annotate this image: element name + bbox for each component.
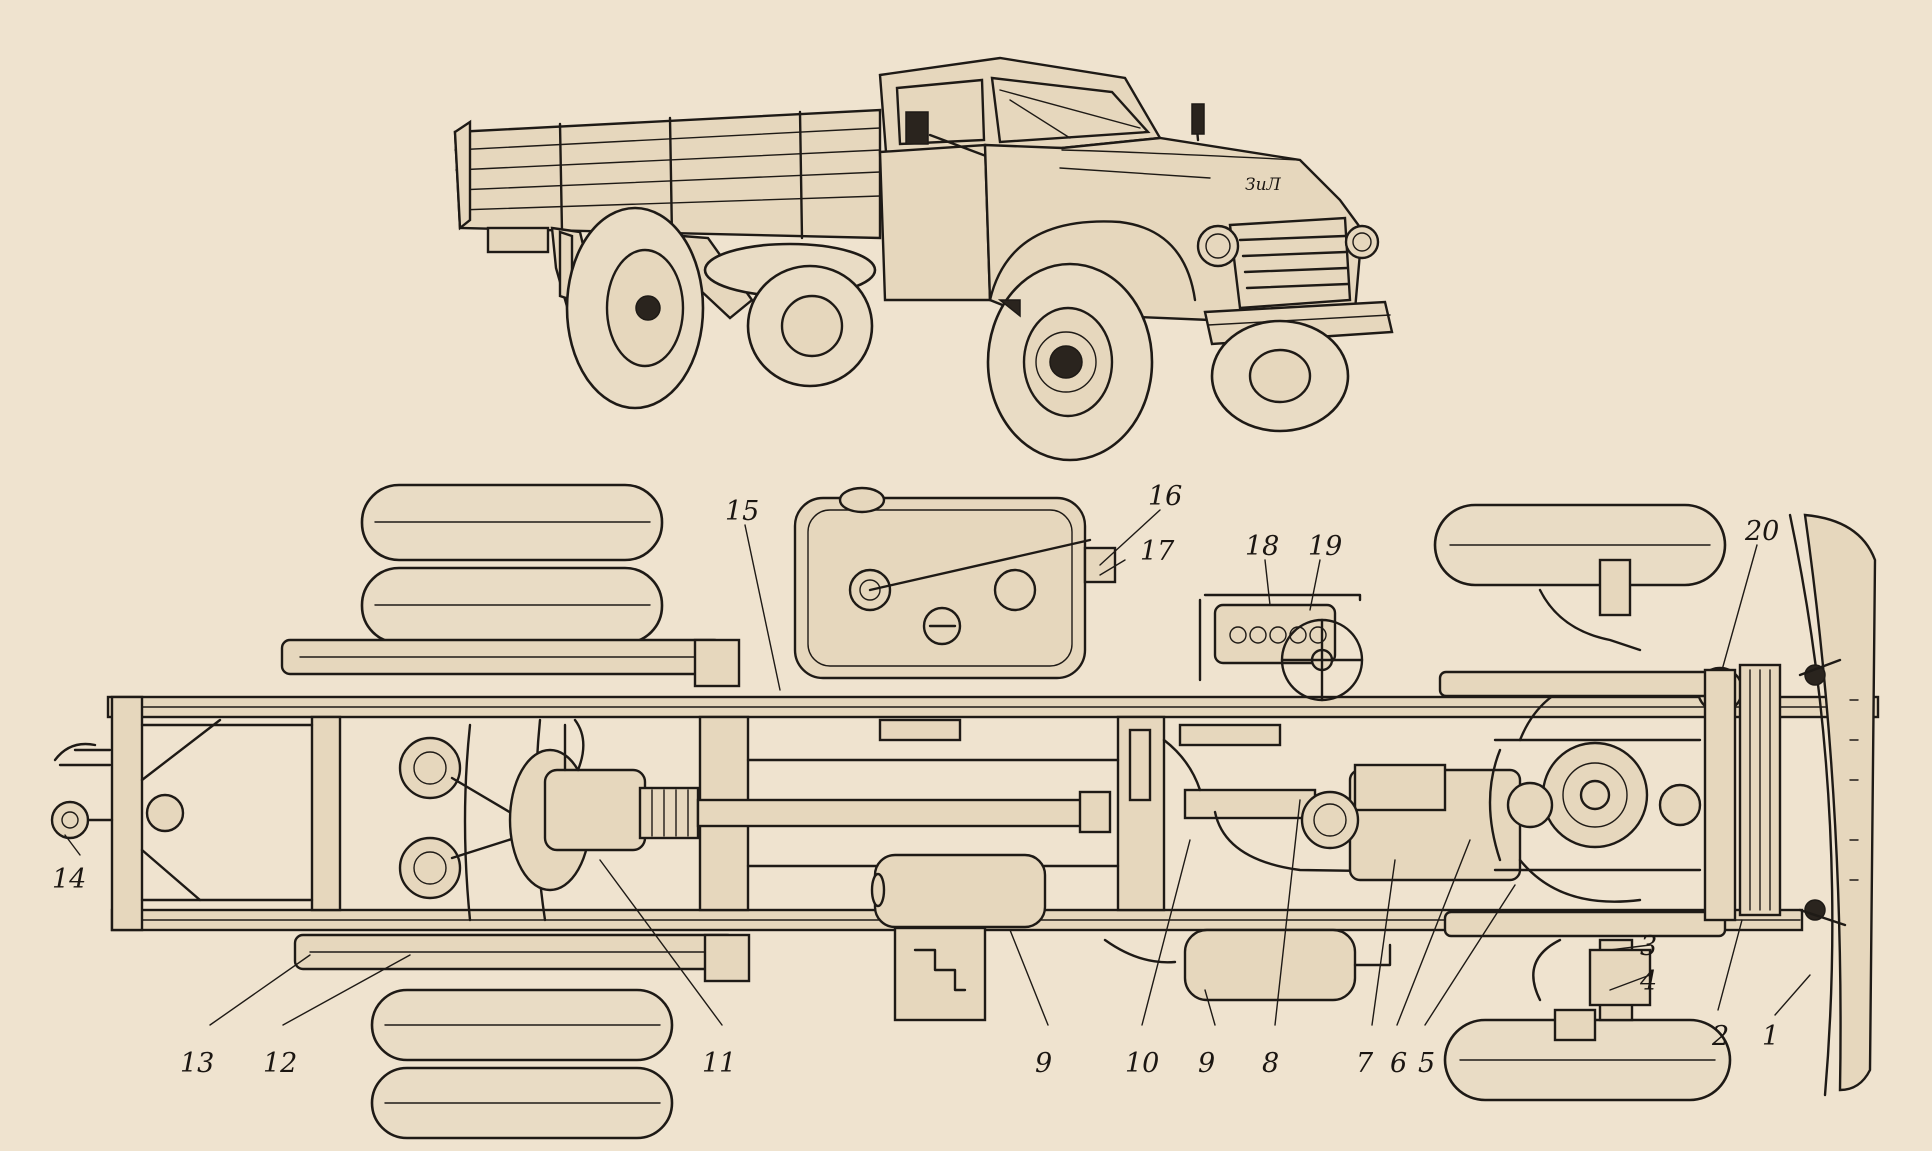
- callout-3: 3: [1640, 931, 1657, 962]
- front-axle: [1438, 558, 1732, 1042]
- callout-17: 17: [1140, 536, 1175, 567]
- callout-6: 6: [1390, 1048, 1407, 1079]
- propeller-shaft: [696, 738, 1442, 874]
- callout-14: 14: [52, 864, 86, 895]
- callout-19: 19: [1308, 531, 1342, 562]
- chassis-plan-view: [50, 483, 1880, 1140]
- rear-axle: [280, 638, 751, 983]
- callout-5: 5: [1418, 1048, 1435, 1079]
- front-wheels: [1433, 503, 1732, 1102]
- callout-2: 2: [1711, 1021, 1729, 1052]
- air-receiver-left: [870, 853, 1047, 1022]
- steering-assembly: [1198, 593, 1364, 702]
- engine: [1300, 666, 1744, 903]
- badge-text: ЗиЛ: [1245, 175, 1282, 195]
- callout-18: 18: [1245, 531, 1279, 562]
- fuel-tank: [793, 486, 1117, 680]
- callout-9-right: 9: [1198, 1048, 1215, 1079]
- callout-16: 16: [1148, 481, 1182, 512]
- truck-perspective-view: ЗиЛ: [453, 56, 1394, 462]
- callout-1: 1: [1762, 1021, 1779, 1052]
- radiator-grille: [1228, 216, 1352, 310]
- frame-brackets: [878, 718, 1282, 802]
- truck-wheels: [565, 206, 1350, 462]
- bumper-plan: [1788, 513, 1877, 1097]
- callout-11: 11: [702, 1048, 736, 1079]
- callout-12: 12: [263, 1048, 297, 1079]
- rear-wheels: [360, 483, 674, 1140]
- callout-20: 20: [1744, 516, 1779, 547]
- headlight-left: [1196, 224, 1240, 268]
- headlight-right: [1344, 224, 1380, 260]
- air-receiver-right: [1103, 928, 1392, 1002]
- cab: [878, 56, 1205, 302]
- leader-lines: [64, 509, 1811, 1026]
- callout-8: 8: [1262, 1048, 1279, 1079]
- callout-4: 4: [1639, 966, 1657, 997]
- callout-15: 15: [725, 496, 759, 527]
- callout-13: 13: [180, 1048, 214, 1079]
- callouts: 1 2 3 4 5 6 7 8 9 10 9 11 12 13 14 15 16…: [52, 481, 1779, 1079]
- callout-9-left: 9: [1035, 1048, 1052, 1079]
- callout-10: 10: [1125, 1048, 1159, 1079]
- callout-7: 7: [1356, 1048, 1374, 1079]
- radiator: [1703, 663, 1782, 922]
